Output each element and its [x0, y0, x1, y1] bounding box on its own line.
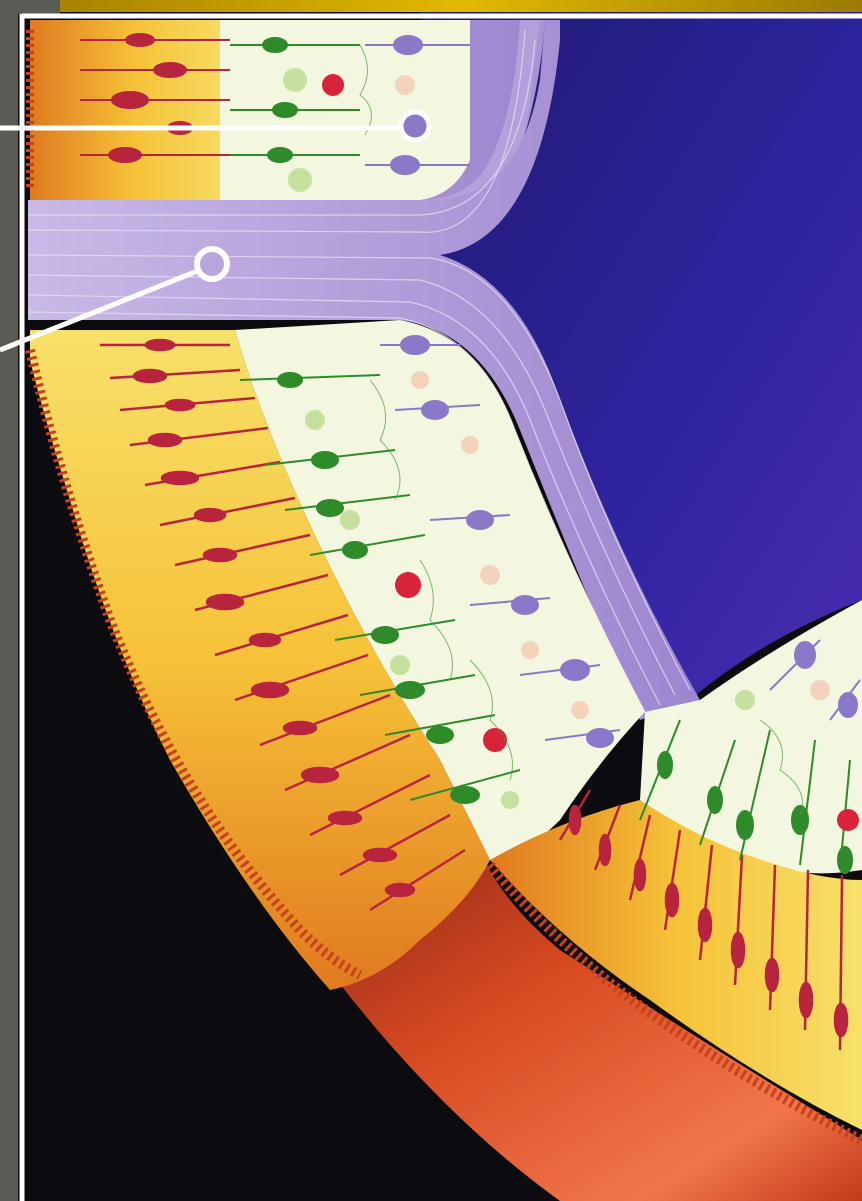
left-frame-bar — [0, 0, 18, 1201]
top-gold-bar — [60, 0, 862, 12]
ganglion-cell-marker — [401, 112, 429, 140]
top-left-frame — [0, 0, 60, 14]
nerve-fiber-marker — [197, 249, 227, 279]
upper-photoreceptor-layer — [30, 20, 240, 200]
